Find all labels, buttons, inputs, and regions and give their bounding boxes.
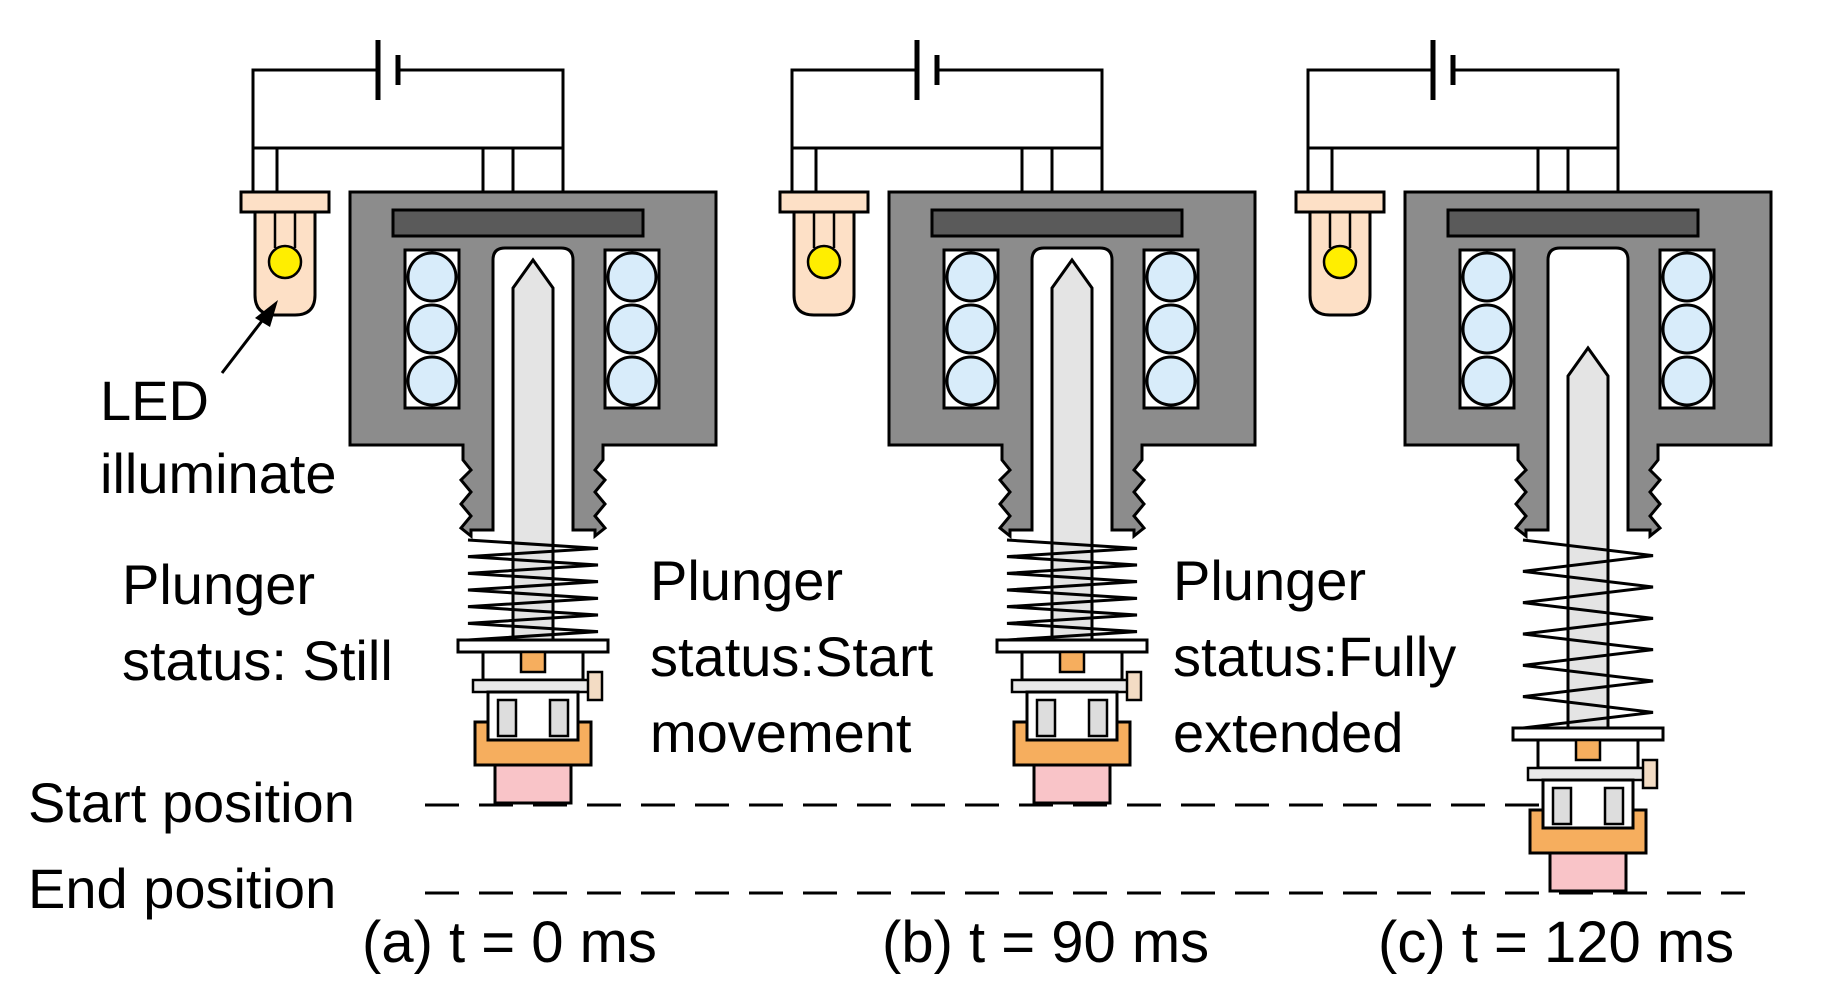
tip-pin-head — [1641, 758, 1659, 790]
status-b-line-3: movement — [650, 701, 912, 764]
coil-turn — [1145, 303, 1197, 355]
circuit-wire-2 — [251, 146, 565, 200]
led-light — [1322, 244, 1358, 280]
housing-top-bar — [1446, 208, 1700, 238]
tip-slot-1 — [496, 698, 518, 738]
tip-orange-pin — [1574, 738, 1602, 762]
coil-turn — [1461, 355, 1513, 407]
circuit-wire-2 — [790, 146, 1104, 200]
pink-contact — [493, 763, 573, 805]
tip-cross-pin — [1526, 766, 1650, 782]
coil-icon — [1142, 248, 1200, 410]
housing-top-bar — [930, 208, 1184, 238]
coil-turn — [945, 251, 997, 303]
coil-turn — [1461, 303, 1513, 355]
circuit-wire-2 — [1306, 146, 1620, 200]
led-label-line-1: LED — [100, 369, 209, 432]
tip-cross-pin — [471, 678, 595, 694]
coil-icon — [1458, 248, 1516, 410]
led-arrow-shaft — [220, 316, 267, 374]
plunger-shaft — [1566, 345, 1610, 740]
led-label-line-2: illuminate — [100, 442, 337, 505]
caption-a: (a) t = 0 ms — [362, 910, 657, 975]
plunger-shaft — [1050, 257, 1094, 652]
led-icon — [239, 190, 331, 317]
coil-turn — [606, 251, 658, 303]
housing-top-bar — [391, 208, 645, 238]
led-icon — [1294, 190, 1386, 317]
coil-turn — [606, 355, 658, 407]
spring-icon — [467, 538, 599, 642]
status-a-line-1: Plunger — [122, 553, 315, 616]
plunger-gap-highlight — [502, 275, 564, 540]
coil-turn — [406, 355, 458, 407]
circuit-wire — [790, 68, 1104, 200]
tip-collar — [456, 638, 610, 654]
plunger-shaft — [511, 257, 555, 652]
tip-collar — [1511, 726, 1665, 742]
coil-icon — [603, 248, 661, 410]
status-c-line-1: Plunger — [1173, 549, 1366, 612]
coil-turn — [406, 303, 458, 355]
tip-slot-1 — [1035, 698, 1057, 738]
tip-slot-2 — [1087, 698, 1109, 738]
coil-turn — [945, 303, 997, 355]
spring-icon — [1522, 538, 1654, 730]
circuit-wire — [251, 68, 565, 200]
status-b-line-2: status:Start — [650, 625, 934, 688]
tip-collar — [995, 638, 1149, 654]
battery-icon — [914, 40, 940, 100]
coil-turn — [606, 303, 658, 355]
tip-slot-2 — [548, 698, 570, 738]
led-base — [239, 190, 331, 214]
tip-pin-head — [1125, 670, 1143, 702]
tip-slot-1 — [1551, 786, 1573, 826]
panel-c — [1294, 40, 1773, 893]
tip-pin-head — [586, 670, 604, 702]
coil-turn — [1661, 303, 1713, 355]
tip-cross-pin — [1010, 678, 1134, 694]
caption-b: (b) t = 90 ms — [882, 910, 1209, 975]
status-c-line-2: status:Fully — [1173, 625, 1456, 688]
led-base — [778, 190, 870, 214]
status-c-line-3: extended — [1173, 701, 1403, 764]
coil-turn — [945, 355, 997, 407]
led-arrow-head — [255, 300, 278, 327]
tip-slot-2 — [1603, 786, 1625, 826]
circuit-wire — [1306, 68, 1620, 200]
panel-a — [239, 40, 718, 805]
coil-icon — [403, 248, 461, 410]
status-b-line-1: Plunger — [650, 549, 843, 612]
start-position-label: Start position — [28, 771, 355, 834]
caption-c: (c) t = 120 ms — [1378, 910, 1734, 975]
tip-orange-pin — [519, 650, 547, 674]
led-light — [806, 244, 842, 280]
pink-contact — [1032, 763, 1112, 805]
panels-layer — [239, 40, 1773, 893]
led-light — [267, 244, 303, 280]
coil-turn — [1661, 355, 1713, 407]
battery-icon — [1430, 40, 1456, 100]
coil-turn — [1145, 355, 1197, 407]
coil-icon — [1658, 248, 1716, 410]
coil-turn — [1145, 251, 1197, 303]
coil-turn — [1661, 251, 1713, 303]
status-a-line-2: status: Still — [122, 629, 393, 692]
tip-orange-pin — [1058, 650, 1086, 674]
coil-turn — [1461, 251, 1513, 303]
spring-icon — [1006, 538, 1138, 642]
panel-b — [778, 40, 1257, 805]
battery-icon — [375, 40, 401, 100]
pink-contact — [1548, 851, 1628, 893]
plunger-gap-highlight — [1041, 275, 1103, 540]
coil-icon — [942, 248, 1000, 410]
end-position-label: End position — [28, 857, 336, 920]
led-icon — [778, 190, 870, 317]
coil-turn — [406, 251, 458, 303]
led-base — [1294, 190, 1386, 214]
